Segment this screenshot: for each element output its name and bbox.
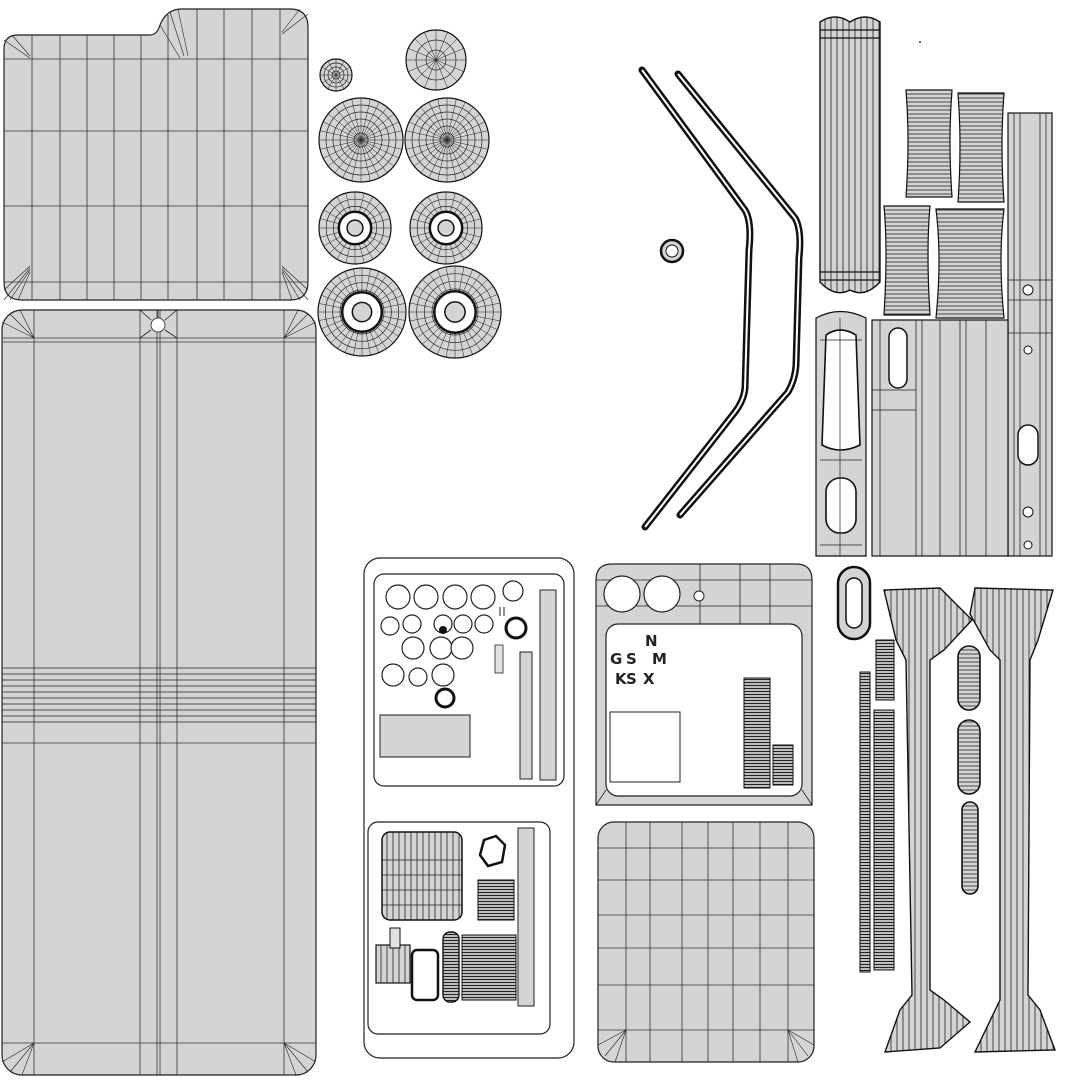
uv-frame-strip-right (1007, 112, 1053, 557)
uv-hinge-blocks (883, 89, 1005, 319)
uv-disc-cluster (317, 29, 502, 359)
texture-glyph: S (626, 670, 637, 688)
uv-hinge-arm-left (883, 587, 973, 1053)
uv-curved-wire-right (674, 70, 804, 519)
texture-glyph: N (645, 632, 658, 650)
uv-disc (319, 58, 353, 92)
uv-disc (318, 191, 392, 265)
uv-frame-strip-middle (871, 319, 1009, 557)
uv-hinge-arm-right (969, 587, 1057, 1053)
texture-glyph: X (643, 670, 655, 688)
texture-glyph: K (615, 670, 628, 688)
uv-disc (404, 97, 490, 183)
uv-hinge-cylinder (819, 16, 881, 294)
uv-board-bottom-right (597, 821, 815, 1063)
uv-island-top-flap (3, 8, 309, 301)
uv-island-tall-back (1, 309, 317, 1076)
uv-disc (409, 191, 483, 265)
uv-thin-strips (859, 639, 895, 973)
uv-disc (317, 267, 407, 357)
uv-frame-strip-hollow (815, 310, 867, 557)
texture-glyph: M (652, 650, 667, 668)
uv-disc (408, 265, 502, 359)
uv-capsules (957, 645, 981, 895)
texture-glyph: S (626, 650, 637, 668)
uv-curved-wire-left (638, 66, 754, 531)
uv-board-bottom-left (367, 821, 551, 1035)
uv-small-ring (659, 238, 685, 264)
uv-dot-marker (919, 41, 921, 43)
uv-disc (405, 29, 467, 91)
texture-glyph: G (610, 650, 622, 668)
uv-disc (318, 97, 404, 183)
camera-cutout-star (139, 309, 178, 339)
uv-oval-ring (836, 565, 872, 641)
